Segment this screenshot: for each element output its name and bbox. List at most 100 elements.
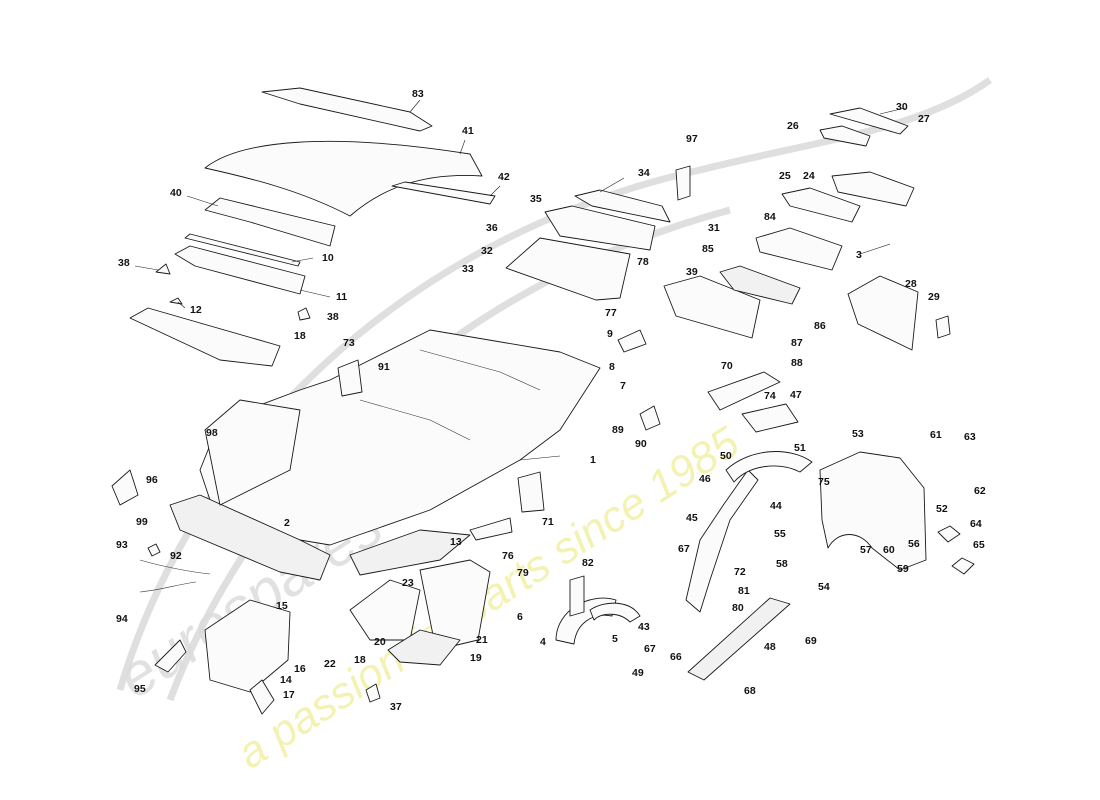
callout: 35: [530, 193, 542, 205]
part-28-bulkhead: [847, 275, 919, 351]
callout: 6: [517, 611, 523, 623]
callout: 3: [856, 249, 862, 261]
callout: 82: [582, 557, 594, 569]
callout: 4: [540, 636, 546, 648]
callout: 37: [390, 701, 402, 713]
part-65-cap: [951, 557, 975, 575]
callout: 83: [412, 88, 424, 100]
part-14-duct: [204, 599, 291, 693]
callout: 70: [721, 360, 733, 372]
callout: 69: [805, 635, 817, 647]
part-33-rear-floor: [505, 237, 631, 301]
callout: 17: [283, 689, 295, 701]
part-76-bracket: [469, 517, 513, 541]
callout: 87: [791, 337, 803, 349]
callout: 42: [498, 171, 510, 183]
callout: 25: [779, 170, 791, 182]
callout: 91: [378, 361, 390, 373]
callout: 21: [476, 634, 488, 646]
part-2-front-crossmember: [169, 494, 331, 581]
callout: 24: [803, 170, 815, 182]
part-84-crossmember: [755, 227, 843, 271]
callout: 32: [481, 245, 493, 257]
callout: 31: [708, 222, 720, 234]
part-98-wheelarch-left: [204, 399, 301, 506]
part-1-floor-pan: [199, 329, 601, 546]
callout: 53: [852, 428, 864, 440]
part-34-rail: [574, 189, 671, 223]
callout: 40: [170, 187, 182, 199]
callout: 34: [638, 167, 650, 179]
callout: 18: [354, 654, 366, 666]
part-27-panel: [829, 107, 909, 135]
callout: 2: [284, 517, 290, 529]
callout: 33: [462, 263, 474, 275]
part-39-panel: [663, 275, 761, 339]
callout: 67: [678, 543, 690, 555]
callout: 85: [702, 243, 714, 255]
callout: 81: [738, 585, 750, 597]
part-24-beam: [831, 171, 915, 207]
part-13-sill: [349, 529, 471, 576]
part-19-tray: [387, 629, 461, 666]
callout: 19: [470, 652, 482, 664]
callout: 26: [787, 120, 799, 132]
callout: 64: [970, 518, 982, 530]
callout: 18: [294, 330, 306, 342]
part-25-beam: [781, 187, 861, 223]
callout: 79: [517, 567, 529, 579]
part-26-box: [819, 125, 871, 147]
callout: 97: [686, 133, 698, 145]
part-82-strip: [569, 575, 585, 617]
callout: 15: [276, 600, 288, 612]
part-47-channel: [707, 371, 781, 411]
part-94-strut: [139, 581, 197, 593]
callout: 13: [450, 536, 462, 548]
callout: 59: [897, 563, 909, 575]
callout: 38: [118, 257, 130, 269]
callout: 66: [670, 651, 682, 663]
callout: 78: [637, 256, 649, 268]
part-97-strut: [675, 165, 691, 201]
part-48-sill: [687, 597, 791, 681]
part-29-bracket: [935, 315, 951, 339]
callout: 68: [744, 685, 756, 697]
callout: 65: [973, 539, 985, 551]
callout: 98: [206, 427, 218, 439]
callout: 43: [638, 621, 650, 633]
part-20-panel: [349, 579, 421, 641]
callout: 22: [324, 658, 336, 670]
part-38-bracket-right: [297, 307, 311, 321]
callout: 75: [818, 476, 830, 488]
callout: 14: [280, 674, 292, 686]
part-85-cover: [719, 265, 801, 305]
part-73-bracket: [337, 359, 363, 397]
callout: 56: [908, 538, 920, 550]
callout: 30: [896, 101, 908, 113]
callout: 94: [116, 613, 128, 625]
callout: 23: [402, 577, 414, 589]
part-12-clip: [169, 297, 183, 305]
callout: 92: [170, 550, 182, 562]
callout: 86: [814, 320, 826, 332]
callout: 5: [612, 633, 618, 645]
callout: 9: [607, 328, 613, 340]
callout: 50: [720, 450, 732, 462]
callout: 84: [764, 211, 776, 223]
callout: 93: [116, 539, 128, 551]
part-10-strip: [184, 233, 301, 267]
callout: 55: [774, 528, 786, 540]
callout: 16: [294, 663, 306, 675]
part-5-liner: [589, 602, 641, 623]
callout: 47: [790, 389, 802, 401]
callout: 29: [928, 291, 940, 303]
part-52-quarter-panel: [819, 451, 927, 571]
callout: 96: [146, 474, 158, 486]
callout: 60: [883, 544, 895, 556]
part-92-link: [147, 543, 161, 557]
rear-center-parts: [505, 165, 843, 433]
callout: 63: [964, 431, 976, 443]
callout: 52: [936, 503, 948, 515]
roof-parts: [129, 87, 496, 367]
part-42-rear-header: [391, 181, 496, 205]
